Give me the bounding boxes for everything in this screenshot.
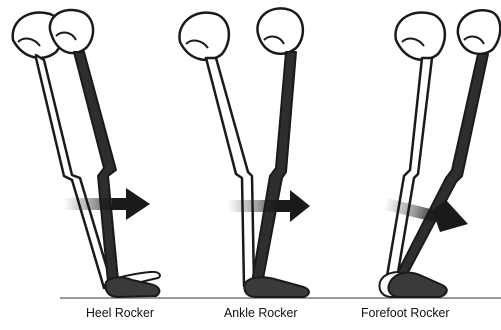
heel-rocker-panel [13,10,160,297]
forefoot-rocker-panel [380,10,501,297]
forefoot-rocker-label: Forefoot Rocker [361,305,450,320]
heel-rocker-label: Heel Rocker [86,305,154,320]
ankle-rocker-label: Ankle Rocker [224,305,297,320]
ankle-swing-leg [179,13,254,286]
heel-swing-leg [13,12,160,292]
ankle-rocker-panel [179,8,310,297]
